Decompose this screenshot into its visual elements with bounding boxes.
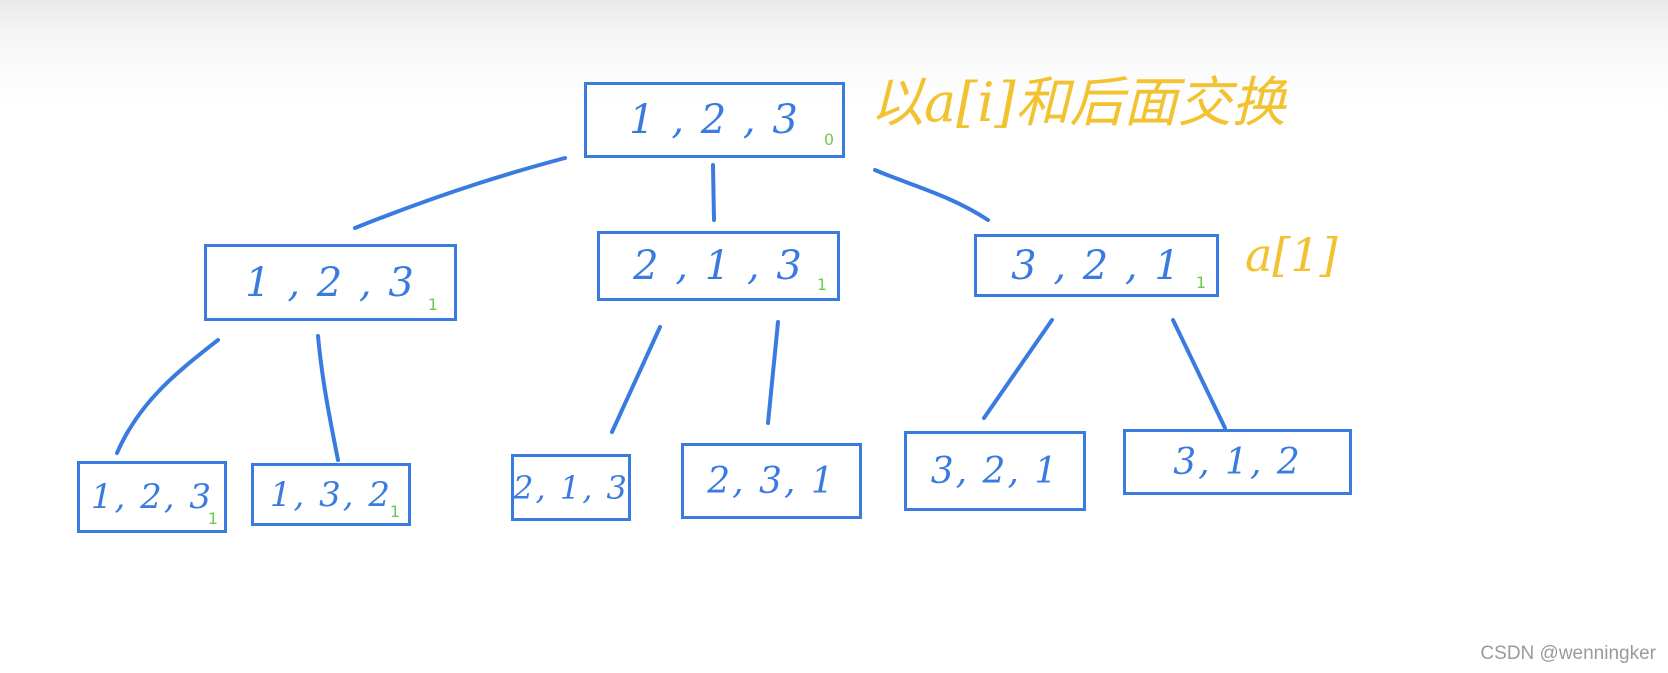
annotation-index: a[1] [1245, 228, 1338, 282]
edge-right-to-312 [1171, 318, 1227, 430]
node-root: 1 , 2 , 3 0 [584, 82, 845, 158]
node-level2-1-label: 1, 2, 3 [90, 477, 214, 517]
edge-root-right [873, 168, 990, 222]
node-level1-b-index-mark: 1 [816, 275, 829, 294]
node-level1-c: 3 , 2 , 1 1 [974, 234, 1219, 297]
node-level2-5: 3, 2, 1 [904, 431, 1086, 511]
node-level2-6-label: 3, 1, 2 [1173, 441, 1302, 483]
annotation-swap-rule: 以a[i]和后面交换 [870, 71, 1286, 134]
edge-root-left [353, 156, 567, 230]
node-level2-4-label: 2, 3, 1 [707, 460, 836, 502]
edge-left-to-123 [115, 338, 220, 455]
edge-middle-to-213 [610, 325, 662, 434]
node-level1-b: 2 , 1 , 3 1 [597, 231, 840, 301]
edge-left-to-132 [316, 334, 340, 462]
node-level1-b-label: 2 , 1 , 3 [633, 243, 804, 289]
edge-middle-to-231 [766, 320, 780, 425]
node-level2-6: 3, 1, 2 [1123, 429, 1352, 495]
node-level2-3-label: 2, 1, 3 [513, 468, 629, 507]
node-level2-2-label: 1, 3, 2 [269, 474, 393, 515]
node-level1-c-index-mark: 1 [1195, 273, 1208, 292]
node-level2-3: 2, 1, 3 [511, 454, 631, 521]
node-level2-4: 2, 3, 1 [681, 443, 862, 519]
node-level1-c-label: 3 , 2 , 1 [1011, 242, 1182, 289]
node-level2-5-label: 3, 2, 1 [930, 450, 1060, 492]
node-level1-a-label: 1 , 2 , 3 [245, 259, 416, 306]
node-level2-1: 1, 2, 3 1 [77, 461, 227, 533]
watermark: CSDN @wenningker [1480, 643, 1656, 664]
node-level2-2: 1, 3, 2 1 [251, 463, 411, 526]
edge-right-to-321 [982, 318, 1054, 420]
node-root-index-mark: 0 [823, 130, 836, 149]
node-root-label: 1 , 2 , 3 [629, 97, 800, 143]
node-level2-1-index-mark: 1 [207, 509, 220, 528]
node-level1-a-index-mark: 1 [427, 295, 440, 314]
node-level2-2-index-mark: 1 [389, 502, 402, 521]
edge-root-middle [711, 163, 716, 222]
node-level1-a: 1 , 2 , 3 1 [204, 244, 457, 321]
